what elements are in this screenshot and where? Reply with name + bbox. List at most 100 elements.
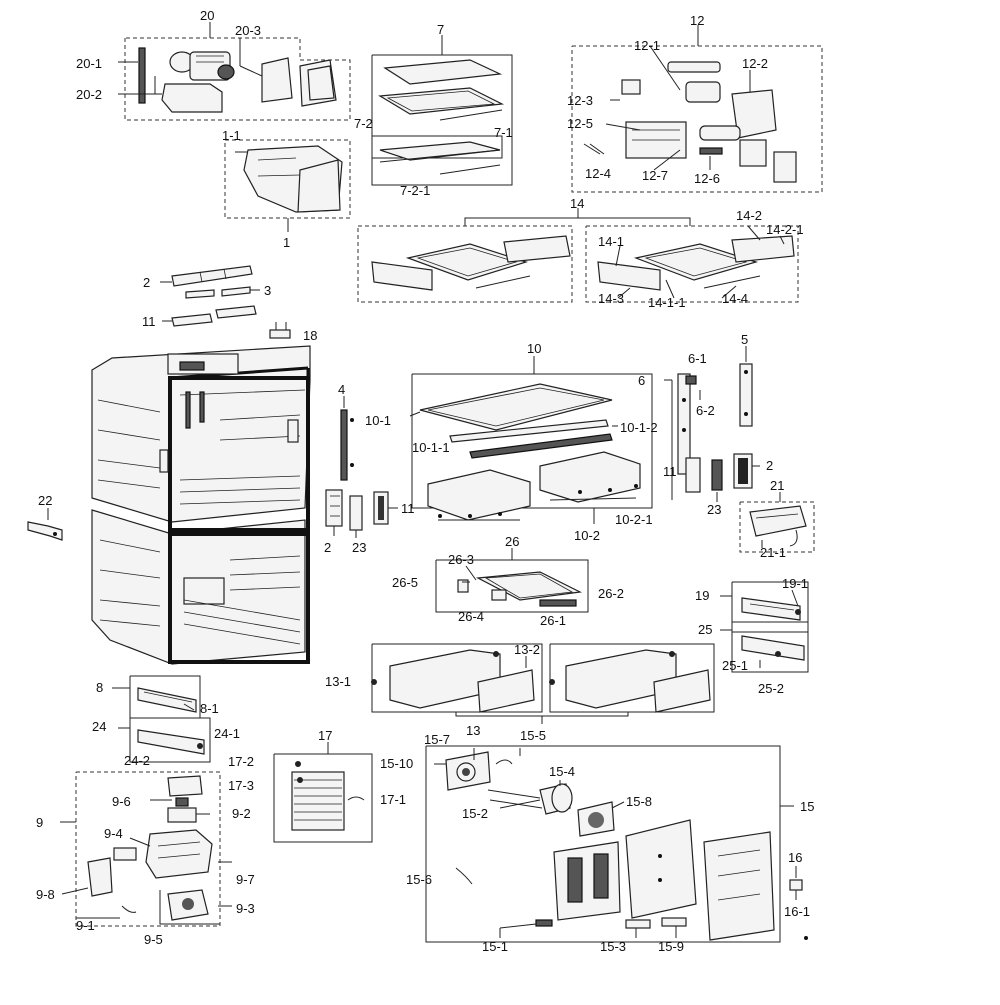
- callout-9-2: 9-2: [232, 806, 251, 821]
- callout-13: 13: [466, 723, 480, 738]
- callout-25-2: 25-2: [758, 681, 784, 696]
- callout-20-2: 20-2: [76, 87, 102, 102]
- callout-11-top: 11: [142, 314, 156, 329]
- part-16: 16 16-1: [784, 850, 810, 919]
- callout-12: 12: [690, 13, 704, 28]
- parts-center-11-2-23: 11 2 23: [324, 489, 415, 555]
- callout-17-3: 17-3: [228, 778, 254, 793]
- group-12-control-assembly: 12 12-1 12-2 12-3 12-5 12-4 12-7 12-6: [567, 13, 823, 193]
- callout-4: 4: [338, 382, 345, 397]
- group-17-evaporator: 17 17-2 17-3 17-1: [228, 728, 406, 843]
- callout-13-2: 13-2: [514, 642, 540, 657]
- callout-26-1: 26-1: [540, 613, 566, 628]
- callout-22: 22: [38, 493, 52, 508]
- callout-15-5: 15-5: [520, 728, 546, 743]
- callout-9-4: 9-4: [104, 826, 123, 841]
- groups-8-24: 8 8-1 24 24-1 24-2: [92, 675, 240, 768]
- callout-9-1: 9-1: [76, 918, 95, 933]
- callout-12-7: 12-7: [642, 168, 668, 183]
- callout-14-4: 14-4: [722, 291, 748, 306]
- callout-6-2: 6-2: [696, 403, 715, 418]
- callout-17-2: 17-2: [228, 754, 254, 769]
- callout-20-1: 20-1: [76, 56, 102, 71]
- callout-24-2: 24-2: [124, 753, 150, 768]
- callout-26-2: 26-2: [598, 586, 624, 601]
- callout-17: 17: [318, 728, 332, 743]
- group-21: 21 21-1: [739, 478, 815, 560]
- callout-15-10: 15-10: [380, 756, 413, 771]
- callout-14-3: 14-3: [598, 291, 624, 306]
- callout-15-2: 15-2: [462, 806, 488, 821]
- callout-10: 10: [527, 341, 541, 356]
- main-cabinet: [91, 345, 311, 665]
- callout-11-right: 11: [663, 464, 677, 479]
- callout-14-2-1: 14-2-1: [766, 222, 804, 237]
- callout-3: 3: [264, 283, 271, 298]
- callout-12-1: 12-1: [634, 38, 660, 53]
- callout-24: 24: [92, 719, 106, 734]
- callout-20-3: 20-3: [235, 23, 261, 38]
- callout-14-1: 14-1: [598, 234, 624, 249]
- callout-15-7: 15-7: [424, 732, 450, 747]
- callout-1-1: 1-1: [222, 128, 241, 143]
- callout-16: 16: [788, 850, 802, 865]
- group-20-ice-bucket: 20 20-3 20-1 20-2: [76, 8, 351, 121]
- callout-18: 18: [303, 328, 317, 343]
- callout-15-3: 15-3: [600, 939, 626, 954]
- callout-26-3: 26-3: [448, 552, 474, 567]
- callout-14-1-1: 14-1-1: [648, 295, 686, 310]
- callout-16-1: 16-1: [784, 904, 810, 919]
- callout-14: 14: [570, 196, 584, 211]
- callout-15-4: 15-4: [549, 764, 575, 779]
- parts-right-11-23-2: 11 2 23: [663, 453, 773, 517]
- callout-12-6: 12-6: [694, 171, 720, 186]
- callout-1: 1: [283, 235, 290, 250]
- parts-6-5-rails: 6 6-1 6-2 5: [638, 332, 753, 500]
- callout-13-1: 13-1: [325, 674, 351, 689]
- callout-23-center: 23: [352, 540, 366, 555]
- callout-12-3: 12-3: [567, 93, 593, 108]
- callout-15: 15: [800, 799, 814, 814]
- callout-10-1-1: 10-1-1: [412, 440, 450, 455]
- callout-8-1: 8-1: [200, 701, 219, 716]
- group-9-valve-assembly: 9 9-6 9-2 9-4 9-7 9-8 9-3 9-1 9-5: [36, 771, 255, 947]
- callout-12-4: 12-4: [585, 166, 611, 181]
- group-15-rear-panels: 15-7 15-5 15-10 15-4 15-2 15-8 15 15-6 1…: [380, 728, 814, 954]
- callout-15-9: 15-9: [658, 939, 684, 954]
- callout-23-right: 23: [707, 502, 721, 517]
- callout-12-5: 12-5: [567, 116, 593, 131]
- callout-9: 9: [36, 815, 43, 830]
- callout-2-right: 2: [766, 458, 773, 473]
- callout-10-1-2: 10-1-2: [620, 420, 658, 435]
- callout-14-2: 14-2: [736, 208, 762, 223]
- callout-19: 19: [695, 588, 709, 603]
- callout-5: 5: [741, 332, 748, 347]
- callout-2-center: 2: [324, 540, 331, 555]
- callout-25: 25: [698, 622, 712, 637]
- callout-7-1: 7-1: [494, 125, 513, 140]
- callout-20: 20: [200, 8, 214, 23]
- callout-24-1: 24-1: [214, 726, 240, 741]
- callout-9-5: 9-5: [144, 932, 163, 947]
- group-13-drawers: 13-2 13-1 13: [325, 642, 715, 738]
- callout-15-1: 15-1: [482, 939, 508, 954]
- callout-7: 7: [437, 22, 444, 37]
- group-26: 26 26-3 26-5 26-2 26-4 26-1: [392, 534, 624, 628]
- callout-7-2-1: 7-2-1: [400, 183, 430, 198]
- callout-17-1: 17-1: [380, 792, 406, 807]
- callout-8: 8: [96, 680, 103, 695]
- callout-19-1: 19-1: [782, 576, 808, 591]
- group-7-shelf: 7 7-2 7-1 7-2-1: [354, 22, 513, 198]
- group-10-shelf-assembly: 10 10-1 10-1-2 10-1-1 10-2-1 10-2: [365, 341, 658, 543]
- group-14-shelves: 14 14-2 14-2-1 14-1 14-3 14-1-1 14-4: [357, 196, 804, 310]
- callout-2-top: 2: [143, 275, 150, 290]
- callout-10-2: 10-2: [574, 528, 600, 543]
- callout-26: 26: [505, 534, 519, 549]
- callout-10-1: 10-1: [365, 413, 391, 428]
- callout-25-1: 25-1: [722, 658, 748, 673]
- callout-12-2: 12-2: [742, 56, 768, 71]
- callout-21: 21: [770, 478, 784, 493]
- callout-26-4: 26-4: [458, 609, 484, 624]
